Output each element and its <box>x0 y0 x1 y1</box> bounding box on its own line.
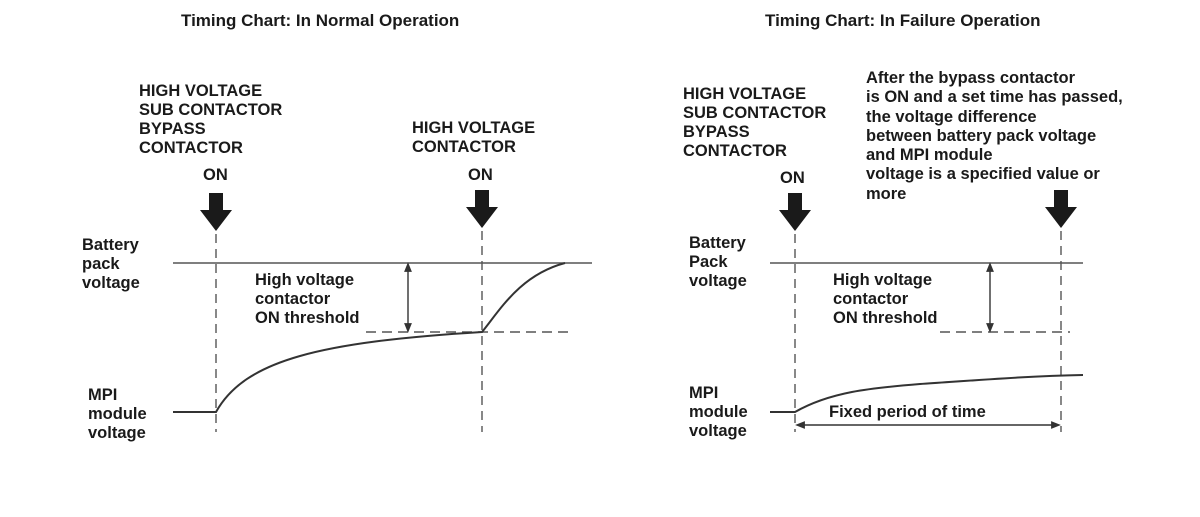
left-mpi-voltage-curve <box>173 262 566 413</box>
right-set-time-arrow <box>1045 190 1077 228</box>
right-bypass-on-arrow <box>779 193 811 231</box>
normal-operation-chart <box>173 190 592 432</box>
fixed-period-label: Fixed period of time <box>829 403 986 421</box>
left-threshold-label: High voltage contactor ON threshold <box>255 271 360 327</box>
left-hv-contactor-label: HIGH VOLTAGE CONTACTOR <box>412 119 536 156</box>
failure-operation-chart <box>770 190 1084 432</box>
left-bypass-contactor-label: HIGH VOLTAGE SUB CONTACTOR BYPASS CONTAC… <box>139 82 283 157</box>
left-bypass-on-arrow <box>200 193 232 231</box>
right-bypass-on-label: ON <box>780 169 805 187</box>
right-mpi-voltage-curve <box>770 374 1084 413</box>
left-mpi-module-voltage-label: MPI module voltage <box>88 386 147 442</box>
left-hv-on-label: ON <box>468 166 493 184</box>
normal-operation-title: Timing Chart: In Normal Operation <box>181 11 460 30</box>
right-mpi-module-voltage-label: MPI module voltage <box>689 384 748 440</box>
failure-operation-title: Timing Chart: In Failure Operation <box>765 11 1041 30</box>
right-bypass-contactor-label: HIGH VOLTAGE SUB CONTACTOR BYPASS CONTAC… <box>683 85 827 160</box>
left-battery-pack-voltage-label: Battery pack voltage <box>82 236 140 292</box>
right-battery-pack-voltage-label: Battery Pack voltage <box>689 234 747 290</box>
failure-condition-note: After the bypass contactor is ON and a s… <box>866 69 1123 203</box>
right-threshold-label: High voltage contactor ON threshold <box>833 271 938 327</box>
left-hv-on-arrow <box>466 190 498 228</box>
left-bypass-on-label: ON <box>203 166 228 184</box>
